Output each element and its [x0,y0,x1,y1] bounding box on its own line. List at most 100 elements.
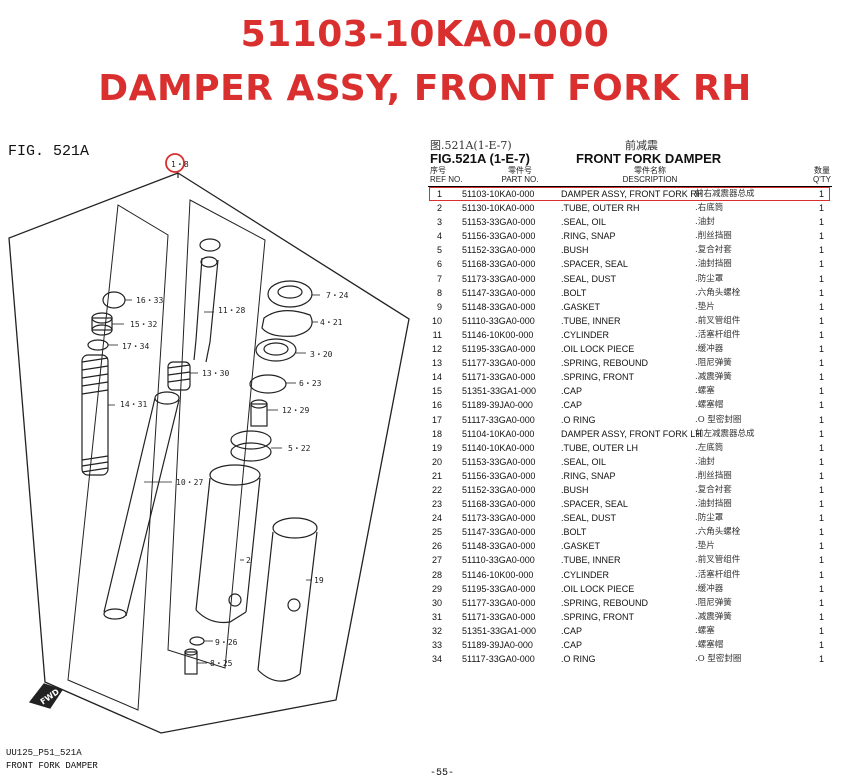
chinese-name-cell: .活塞杆组件 [695,569,741,580]
description-cell: .SPRING, FRONT [561,611,635,622]
quantity-cell: 1 [818,372,824,383]
ref-cell: 8 [436,287,442,298]
part-number-cell: 51156-33GA0-000 [462,231,536,242]
part-number-cell: 51189-39JA0-000 [462,400,533,411]
figure-footer-name: FRONT FORK DAMPER [6,761,98,771]
chinese-name-cell: .削丝挡圈 [695,231,732,242]
quantity-cell: 1 [818,315,824,326]
quantity-cell: 1 [818,245,824,256]
chinese-name-cell: .油封 [695,456,715,467]
ref-cell: 33 [431,640,442,650]
cap-part [102,291,126,309]
bolt-part [184,648,198,675]
part-number-cell: 51117-33GA0-000 [462,414,535,425]
chinese-name-cell: 前右减震器总成 [695,189,755,199]
part-number-cell: 51148-33GA0-000 [462,301,536,312]
part-number-cell: 51146-10K00-000 [462,329,534,340]
description-cell: .BUSH [561,484,589,495]
quantity-cell: 1 [818,442,824,453]
table-figure-name: FRONT FORK DAMPER [576,151,722,166]
callout-15-32: 15・32 [130,320,157,329]
ref-cell: 16 [431,400,442,411]
left-inner-panel [67,204,169,711]
quantity-cell: 1 [818,527,824,538]
part-number-cell: 51152-33GA0-000 [462,484,536,495]
ref-cell: 24 [431,513,442,524]
quantity-cell: 1 [818,189,824,199]
ref-cell: 27 [431,555,442,566]
ref-cell: 11 [432,329,442,340]
figure-label: FIG. 521A [8,143,90,160]
ref-cell: 28 [431,569,442,580]
quantity-cell: 1 [818,597,824,608]
chinese-name-cell: .复合衬套 [695,245,732,256]
part-number-cell: 51177-33GA0-000 [462,358,536,369]
callout-2: 2 [246,556,251,565]
chinese-name-cell: .缓冲器 [695,344,724,355]
part-number-cell: 51148-33GA0-000 [462,541,536,552]
highlighted-row-outline [429,187,830,201]
chinese-name-cell: .右底筒 [695,203,724,214]
front-spring-part [81,354,109,476]
inner-tube-part [103,391,180,620]
dust-seal-part [267,280,313,308]
description-cell: .BOLT [561,287,587,298]
gasket-part [189,636,205,646]
part-number-cell: 51104-10KA0-000 [462,428,535,439]
ref-cell: 4 [436,231,442,242]
part-number-cell: 51168-33GA0-000 [462,259,536,270]
ref-cell: 14 [431,372,442,383]
part-number-cell: 51171-33GA0-000 [462,372,536,383]
ref-cell: 17 [431,414,442,425]
snap-ring-part [261,310,313,337]
plug-cap-part [91,312,113,336]
quantity-cell: 1 [818,231,824,242]
chinese-name-cell: 前左减震器总成 [695,428,755,439]
callout-11-28: 11・28 [218,306,245,315]
part-number-cell: 51195-33GA0-000 [462,344,536,355]
quantity-cell: 1 [818,414,824,425]
quantity-cell: 1 [818,555,824,566]
description-cell: .RING, SNAP [561,470,616,481]
quantity-cell: 1 [818,541,824,552]
oil-lock-piece-part [250,399,268,427]
quantity-cell: 1 [818,583,824,594]
part-number-cell: 51146-10K00-000 [462,569,534,580]
part-number-cell: 51152-33GA0-000 [462,245,536,256]
ref-cell: 34 [431,654,442,665]
quantity-cell: 1 [818,625,824,636]
part-number-cell: 51173-33GA0-000 [462,273,536,284]
callout-13-30: 13・30 [202,369,229,378]
callout-5-22: 5・22 [288,444,311,453]
chinese-name-cell: .前叉管组件 [695,315,741,326]
chinese-name-cell: .减震弹簧 [695,611,732,622]
chinese-name-cell: .垫片 [695,541,715,552]
o-ring-part [87,339,109,351]
quantity-cell: 1 [818,456,824,467]
ref-cell: 20 [431,456,442,467]
description-cell: .SPACER, SEAL [561,499,628,510]
chinese-name-cell: .阻尼弹簧 [695,358,732,369]
chinese-name-cell: .六角头螺栓 [695,287,741,298]
part-number-cell: 51130-10KA0-000 [462,203,535,214]
ref-cell: 19 [431,442,442,453]
quantity-cell: 1 [818,428,824,439]
ref-cell: 15 [431,386,442,397]
